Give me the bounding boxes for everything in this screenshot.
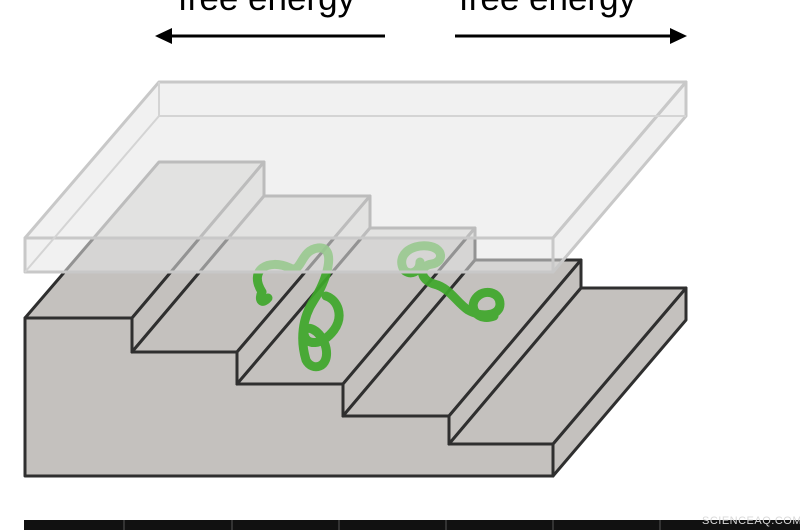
right-label: free energy xyxy=(459,0,637,18)
arrow-right-icon xyxy=(455,28,687,44)
left-label: free energy xyxy=(178,0,356,18)
step-5-top xyxy=(447,286,688,446)
watermark: SCIENCEAQ.COM xyxy=(702,515,800,527)
bottom-bar xyxy=(24,520,800,530)
cover-front-face xyxy=(23,236,555,274)
cover-plate xyxy=(23,80,688,274)
arrow-left-icon xyxy=(155,28,385,44)
